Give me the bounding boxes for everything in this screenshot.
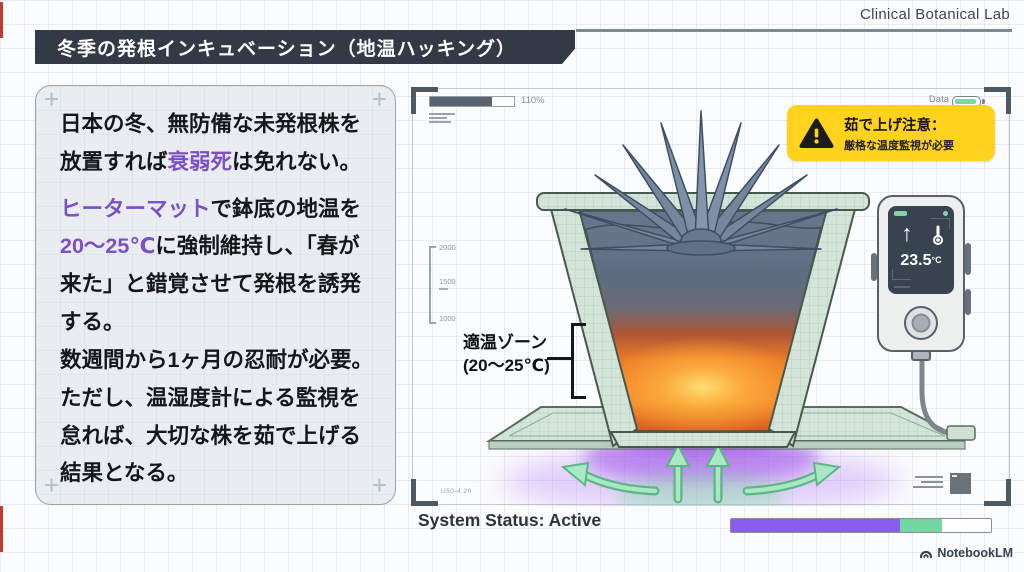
text-segment: 日本の冬、無防備な未発根株を放置すれば <box>60 112 362 174</box>
text-segment: で鉢底の地温を <box>210 196 362 221</box>
scale-tick-label: 2000 <box>439 243 456 252</box>
warning-badge: 茹で上げ注意： 厳格な温度監視が必要 <box>787 105 995 161</box>
zone-range-bracket <box>571 323 586 399</box>
hud-data-label: Data <box>928 94 949 105</box>
scale-sub-mark <box>439 288 448 290</box>
device-side-tab <box>965 243 971 275</box>
hud-zoom-label: 110% <box>521 95 545 106</box>
device-side-tab <box>871 253 877 281</box>
hud-progress-fill <box>430 97 493 106</box>
paragraph-3: 数週間から1ヶ月の忍耐が必要。ただし、温湿度計による監視を怠れば、大切な株を茹で… <box>60 342 373 493</box>
temperature-value: 23.5 <box>900 252 932 269</box>
hud-progress-bar <box>429 96 515 107</box>
temperature-readout: 23.5°C <box>888 252 954 270</box>
text-segment-accent: ヒーターマット <box>60 196 211 221</box>
agave-plant <box>564 110 838 256</box>
depth-scale: 2000 1500 1000 <box>429 243 469 326</box>
text-segment-accent: 20〜25℃ <box>60 234 156 259</box>
temperature-unit: °C <box>931 255 942 265</box>
screen-footer-line <box>894 286 910 288</box>
screen-status-dot <box>943 211 948 216</box>
frame-corner-icon <box>411 87 438 114</box>
paragraph-1: 日本の冬、無防備な未発根株を放置すれば衰弱死は免れない。 <box>60 106 373 182</box>
text-segment: に強制維持し、「春が来た」と錯覚させて発根を誘発する。 <box>60 234 362 335</box>
scene-illustration <box>485 110 976 506</box>
notebooklm-brand-text: NotebookLM <box>937 546 1013 560</box>
sensor-cable <box>919 347 976 441</box>
header-divider <box>576 29 1012 32</box>
heat-core-glow <box>605 337 801 437</box>
screen-battery-icon <box>894 211 907 216</box>
hud-footer-code: U50-4.20 <box>441 488 472 495</box>
screen-circuit-trace <box>931 218 950 229</box>
warning-text: 茹で上げ注意： 厳格な温度監視が必要 <box>844 114 954 153</box>
thermometer-device: ↑ 23.5°C <box>871 195 971 361</box>
warning-subtitle: 厳格な温度監視が必要 <box>844 139 954 152</box>
status-progress-bar <box>730 518 992 533</box>
crosshair-icon: + <box>371 84 387 114</box>
crosshair-icon: + <box>44 470 60 500</box>
text-segment: は免れない。 <box>232 149 362 174</box>
description-panel: + + + + 日本の冬、無防備な未発根株を放置すれば衰弱死は免れない。 ヒータ… <box>35 85 396 505</box>
device-cable-plug <box>911 350 931 361</box>
page-title: 冬季の発根インキュベーション（地温ハッキング） <box>57 38 517 60</box>
frame-corner-icon <box>984 479 1011 506</box>
text-segment: 数週間から1ヶ月の忍耐が必要。ただし、温湿度計による監視を怠れば、大切な株を茹で… <box>60 347 373 486</box>
device-screen: ↑ 23.5°C <box>888 206 954 294</box>
panel-text: 日本の冬、無防備な未発根株を放置すれば衰弱死は免れない。 ヒーターマットで鉢底の… <box>36 86 395 493</box>
zone-label: 適温ゾーン (20〜25℃) <box>463 332 550 378</box>
progress-fill-purple <box>731 519 900 532</box>
device-side-tab <box>965 289 971 315</box>
warning-title: 茹で上げ注意： <box>844 117 946 134</box>
crosshair-icon: + <box>371 470 387 500</box>
left-edge-accent-bottom <box>0 506 3 552</box>
illustration-frame: 110% Data 2000 1500 1000 U50-4.20 <box>411 87 1011 506</box>
left-edge-accent-top <box>0 2 3 38</box>
scale-tick-label: 1000 <box>439 314 456 323</box>
zone-label-line1: 適温ゾーン <box>463 333 548 352</box>
progress-fill-green <box>900 519 942 532</box>
text-segment-accent: 衰弱死 <box>167 149 233 174</box>
frame-corner-icon <box>411 479 438 506</box>
hud-square-icon <box>950 473 971 494</box>
paragraph-2: ヒーターマットで鉢底の地温を 20〜25℃に強制維持し、「春が来た」と錯覚させて発… <box>60 191 373 342</box>
warning-triangle-icon <box>799 118 834 148</box>
frame-corner-icon <box>984 87 1011 114</box>
zone-label-line2: (20〜25℃) <box>463 355 550 375</box>
screen-circuit-trace <box>892 269 911 280</box>
system-status-text: System Status: Active <box>418 510 602 530</box>
title-bar: 冬季の発根インキュベーション（地温ハッキング） <box>35 30 575 64</box>
scale-tick-label: 1500 <box>439 277 456 286</box>
notebooklm-logo-icon <box>920 550 933 559</box>
device-button <box>904 306 938 340</box>
zone-bracket-connector <box>547 357 572 360</box>
crosshair-icon: + <box>44 84 60 114</box>
thermometer-icon <box>933 225 943 245</box>
lab-brand-label: Clinical Botanical Lab <box>859 6 1010 23</box>
temperature-rise-arrow: ↑ <box>901 220 913 246</box>
notebooklm-brand: NotebookLM <box>919 546 1013 560</box>
heat-flow-arrows <box>560 442 842 504</box>
